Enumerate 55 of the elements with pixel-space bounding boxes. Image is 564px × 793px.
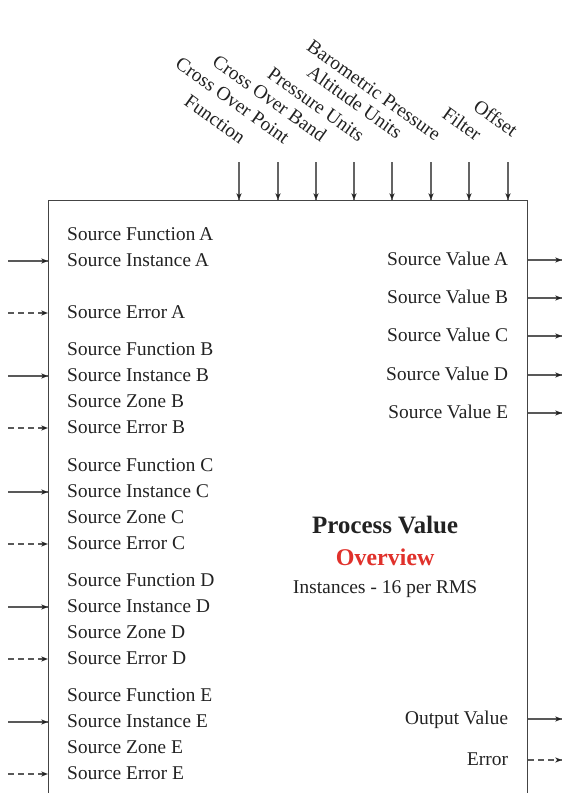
- block-subtitle: Overview: [334, 545, 436, 572]
- arrow: [528, 410, 562, 416]
- input-port-label: Source Error E: [67, 762, 184, 786]
- input-port-label: Source Error C: [67, 532, 186, 556]
- output-port-label: Source Value A: [387, 248, 508, 272]
- block-title: Process Value: [310, 512, 460, 540]
- arrow: [466, 162, 472, 200]
- arrow: [505, 162, 511, 200]
- arrow: [8, 258, 48, 264]
- input-port-label: Source Zone D: [67, 621, 186, 645]
- dashed-arrow: [8, 656, 48, 662]
- arrow: [8, 604, 48, 610]
- arrow: [275, 162, 281, 200]
- arrow: [428, 162, 434, 200]
- arrow: [8, 373, 48, 379]
- dashed-arrow: [8, 541, 48, 547]
- arrow: [528, 716, 562, 722]
- input-port-label: Source Instance B: [67, 364, 209, 388]
- output-port-label: Source Value D: [386, 363, 508, 387]
- arrow: [528, 333, 562, 339]
- arrow: [313, 162, 319, 200]
- instance-count-note: Instances - 16 per RMS: [292, 577, 478, 599]
- arrow: [351, 162, 357, 200]
- input-port-label: Source Instance C: [67, 480, 209, 504]
- input-port-label: Source Function A: [67, 223, 214, 247]
- input-port-label: Source Error A: [67, 301, 186, 325]
- input-port-label: Source Zone E: [67, 736, 183, 760]
- arrow: [8, 489, 48, 495]
- output-port-label: Source Value C: [387, 324, 508, 348]
- input-port-label: Source Zone C: [67, 506, 184, 530]
- arrow: [528, 372, 562, 378]
- arrow: [236, 162, 242, 200]
- input-port-label: Source Instance D: [67, 595, 210, 619]
- input-port-label: Source Instance E: [67, 710, 208, 734]
- input-port-label: Source Function C: [67, 454, 214, 478]
- input-port-label: Source Function D: [67, 569, 214, 593]
- output-port-label: Error: [466, 748, 508, 772]
- input-port-label: Source Zone B: [67, 390, 184, 414]
- dashed-arrow: [8, 425, 48, 431]
- arrow: [389, 162, 395, 200]
- input-port-label: Source Error B: [67, 416, 186, 440]
- function-block: [48, 200, 528, 793]
- output-port-label: Source Value E: [388, 401, 508, 425]
- dashed-arrow: [8, 310, 48, 316]
- arrow: [528, 257, 562, 263]
- arrow: [528, 295, 562, 301]
- output-port-label: Source Value B: [387, 286, 508, 310]
- input-port-label: Source Function E: [67, 684, 212, 708]
- input-port-label: Source Instance A: [67, 249, 209, 273]
- dashed-arrow: [8, 771, 48, 777]
- dashed-arrow: [528, 757, 562, 763]
- input-port-label: Source Function B: [67, 338, 214, 362]
- input-port-label: Source Error D: [67, 647, 186, 671]
- arrow: [8, 719, 48, 725]
- output-port-label: Output Value: [404, 707, 508, 731]
